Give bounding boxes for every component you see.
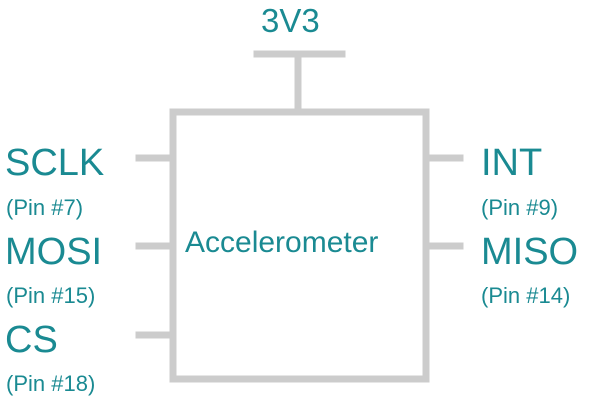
pin-number-mosi: (Pin #15) <box>6 283 96 308</box>
pin-name-mosi: MOSI <box>5 231 103 273</box>
pin-name-cs: CS <box>5 319 58 361</box>
pin-number-cs: (Pin #18) <box>6 371 96 396</box>
pin-name-int: INT <box>481 142 543 184</box>
component-label: Accelerometer <box>185 226 379 259</box>
pin-name-miso: MISO <box>481 231 579 273</box>
pin-number-miso: (Pin #14) <box>481 283 571 308</box>
power-label: 3V3 <box>261 2 320 39</box>
pin-name-sclk: SCLK <box>5 142 105 184</box>
pin-number-int: (Pin #9) <box>481 195 559 220</box>
pin-number-sclk: (Pin #7) <box>6 195 84 220</box>
